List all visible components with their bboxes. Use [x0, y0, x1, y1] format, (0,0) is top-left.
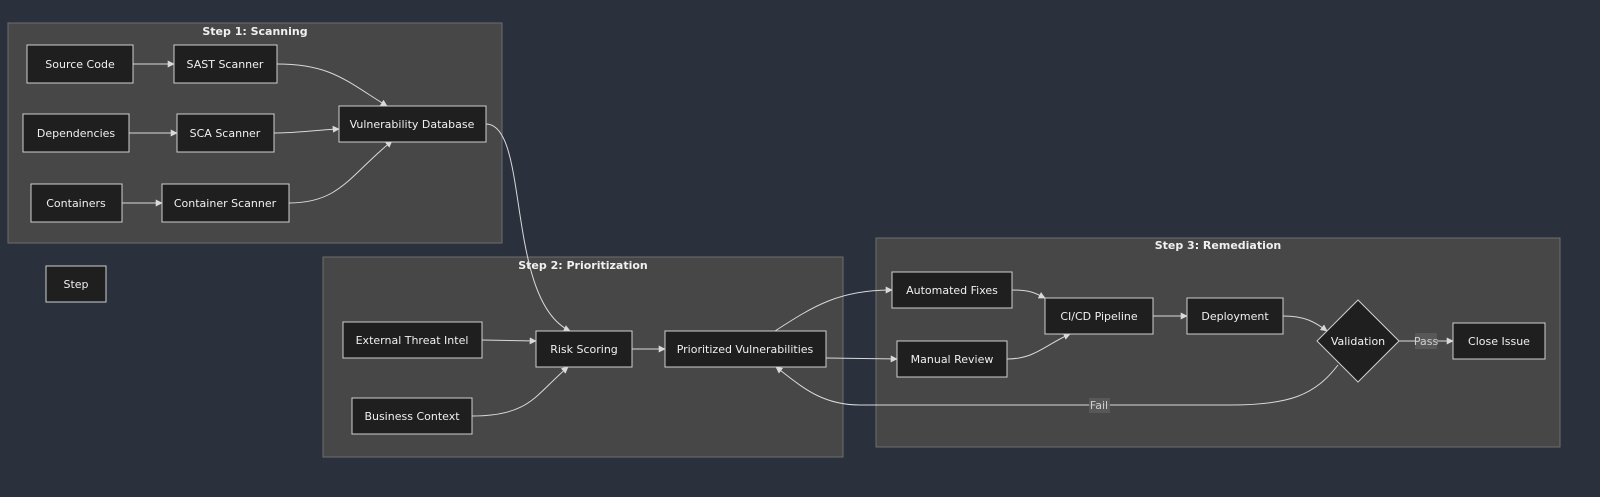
- edge-threat-intel-to-risk: [481, 337, 537, 345]
- node-prioritized-vulnerabilities-label: Prioritized Vulnerabilities: [677, 343, 814, 356]
- edges: [122, 60, 1454, 417]
- node-vulnerability-database[interactable]: Vulnerability Database: [338, 105, 487, 143]
- node-business-context-label: Business Context: [364, 410, 460, 423]
- cluster-remediation-title: Step 3: Remediation: [1155, 239, 1282, 252]
- node-sast-scanner-label: SAST Scanner: [187, 58, 264, 71]
- node-cicd-pipeline[interactable]: CI/CD Pipeline: [1044, 297, 1154, 335]
- node-dependencies[interactable]: Dependencies: [22, 113, 130, 153]
- node-close-issue-label: Close Issue: [1468, 335, 1530, 348]
- node-close-issue[interactable]: Close Issue: [1452, 322, 1546, 360]
- edge-sca-to-vulndb: [273, 125, 340, 134]
- cluster-prioritization-title: Step 2: Prioritization: [518, 259, 648, 272]
- cluster-scanning-title: Step 1: Scanning: [202, 25, 307, 38]
- node-external-threat-intel[interactable]: External Threat Intel: [342, 321, 483, 359]
- node-deployment-label: Deployment: [1201, 310, 1269, 323]
- edge-vulndb-to-risk: [485, 123, 571, 332]
- edge-automated-to-cicd: [1011, 289, 1046, 299]
- node-dependencies-label: Dependencies: [37, 127, 116, 140]
- node-sca-scanner[interactable]: SCA Scanner: [176, 113, 275, 153]
- node-validation[interactable]: Validation: [1316, 299, 1400, 383]
- node-cicd-pipeline-label: CI/CD Pipeline: [1060, 310, 1138, 323]
- edge-label-pass-text: Pass: [1414, 335, 1439, 348]
- node-container-scanner-label: Container Scanner: [174, 197, 277, 210]
- edge-label-pass: Pass: [1414, 333, 1439, 349]
- edge-validation-to-prioritized: [775, 364, 1339, 406]
- node-step[interactable]: Step: [45, 265, 107, 303]
- node-manual-review[interactable]: Manual Review: [896, 340, 1008, 378]
- node-business-context[interactable]: Business Context: [351, 397, 473, 435]
- edge-sast-to-vulndb: [276, 63, 388, 107]
- node-sast-scanner[interactable]: SAST Scanner: [173, 44, 278, 84]
- edge-prioritized-to-manual: [825, 355, 898, 363]
- node-sca-scanner-label: SCA Scanner: [190, 127, 261, 140]
- edge-prioritized-to-automated: [774, 286, 893, 332]
- node-prioritized-vulnerabilities[interactable]: Prioritized Vulnerabilities: [664, 330, 827, 368]
- node-automated-fixes-label: Automated Fixes: [906, 284, 998, 297]
- edge-label-fail: Fail: [1089, 398, 1110, 413]
- node-source-code-label: Source Code: [45, 58, 115, 71]
- node-risk-scoring[interactable]: Risk Scoring: [535, 330, 633, 368]
- node-manual-review-label: Manual Review: [911, 353, 994, 366]
- node-step-label: Step: [63, 278, 88, 291]
- node-source-code[interactable]: Source Code: [26, 44, 134, 84]
- node-external-threat-intel-label: External Threat Intel: [356, 334, 469, 347]
- edge-label-fail-text: Fail: [1090, 399, 1108, 412]
- edge-manual-to-cicd: [1006, 333, 1071, 360]
- node-validation-label: Validation: [1331, 335, 1385, 348]
- node-risk-scoring-label: Risk Scoring: [550, 343, 618, 356]
- node-container-scanner[interactable]: Container Scanner: [161, 183, 290, 223]
- node-containers[interactable]: Containers: [30, 183, 123, 223]
- edge-container-scanner-to-vulndb: [288, 140, 393, 204]
- node-containers-label: Containers: [46, 197, 106, 210]
- edge-business-to-risk: [471, 366, 569, 417]
- node-deployment[interactable]: Deployment: [1186, 297, 1284, 335]
- edge-deployment-to-validation: [1282, 315, 1328, 332]
- node-vulnerability-database-label: Vulnerability Database: [350, 118, 475, 131]
- node-automated-fixes[interactable]: Automated Fixes: [891, 271, 1013, 309]
